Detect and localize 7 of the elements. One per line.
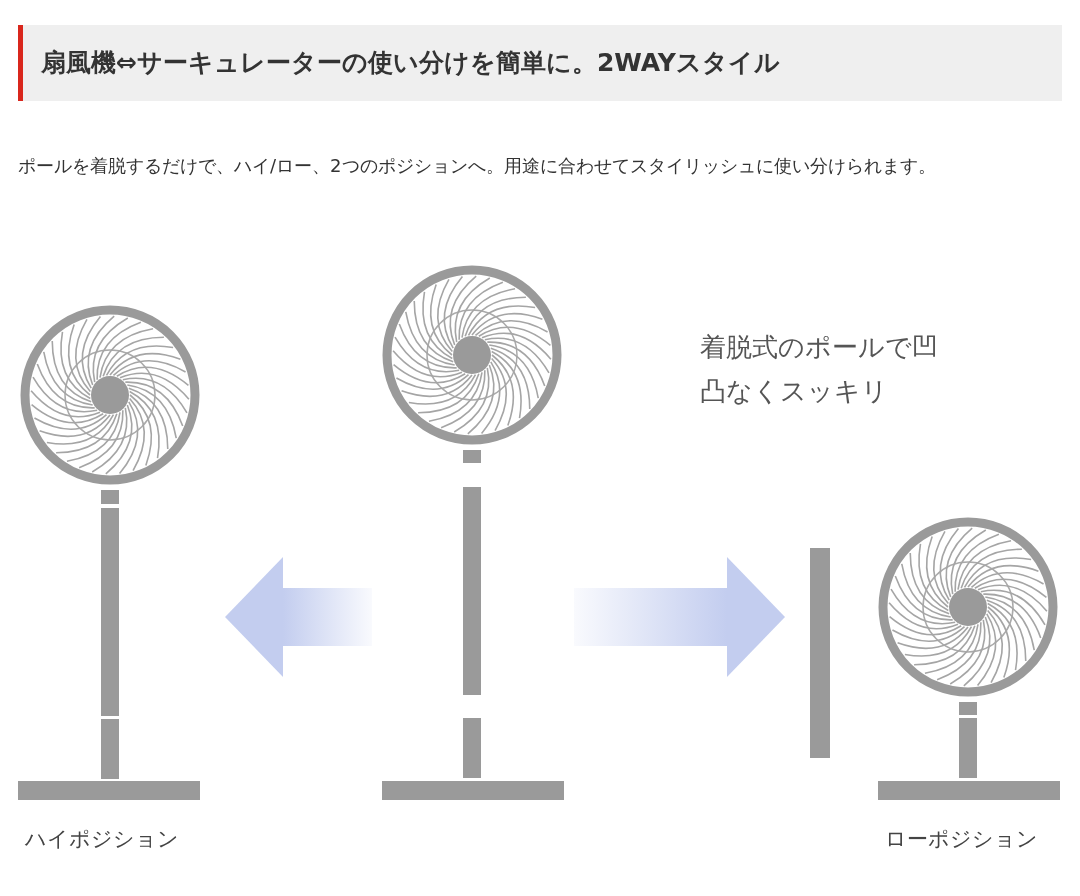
heading: 扇風機⇔サーキュレーターの使い分けを簡単に。2WAYスタイル [18, 25, 1062, 101]
arrow [225, 557, 372, 677]
arrow [574, 557, 785, 677]
note-text: 着脱式のポールで凹凸なくスッキリ [700, 331, 939, 408]
position-caption: ローポジション [885, 826, 1038, 853]
position-caption: ハイポジション [25, 826, 179, 853]
description-text: ポールを着脱するだけで、ハイ/ロー、2つのポジションへ。用途に合わせてスタイリッシュに使い分けられます。 [18, 154, 937, 178]
